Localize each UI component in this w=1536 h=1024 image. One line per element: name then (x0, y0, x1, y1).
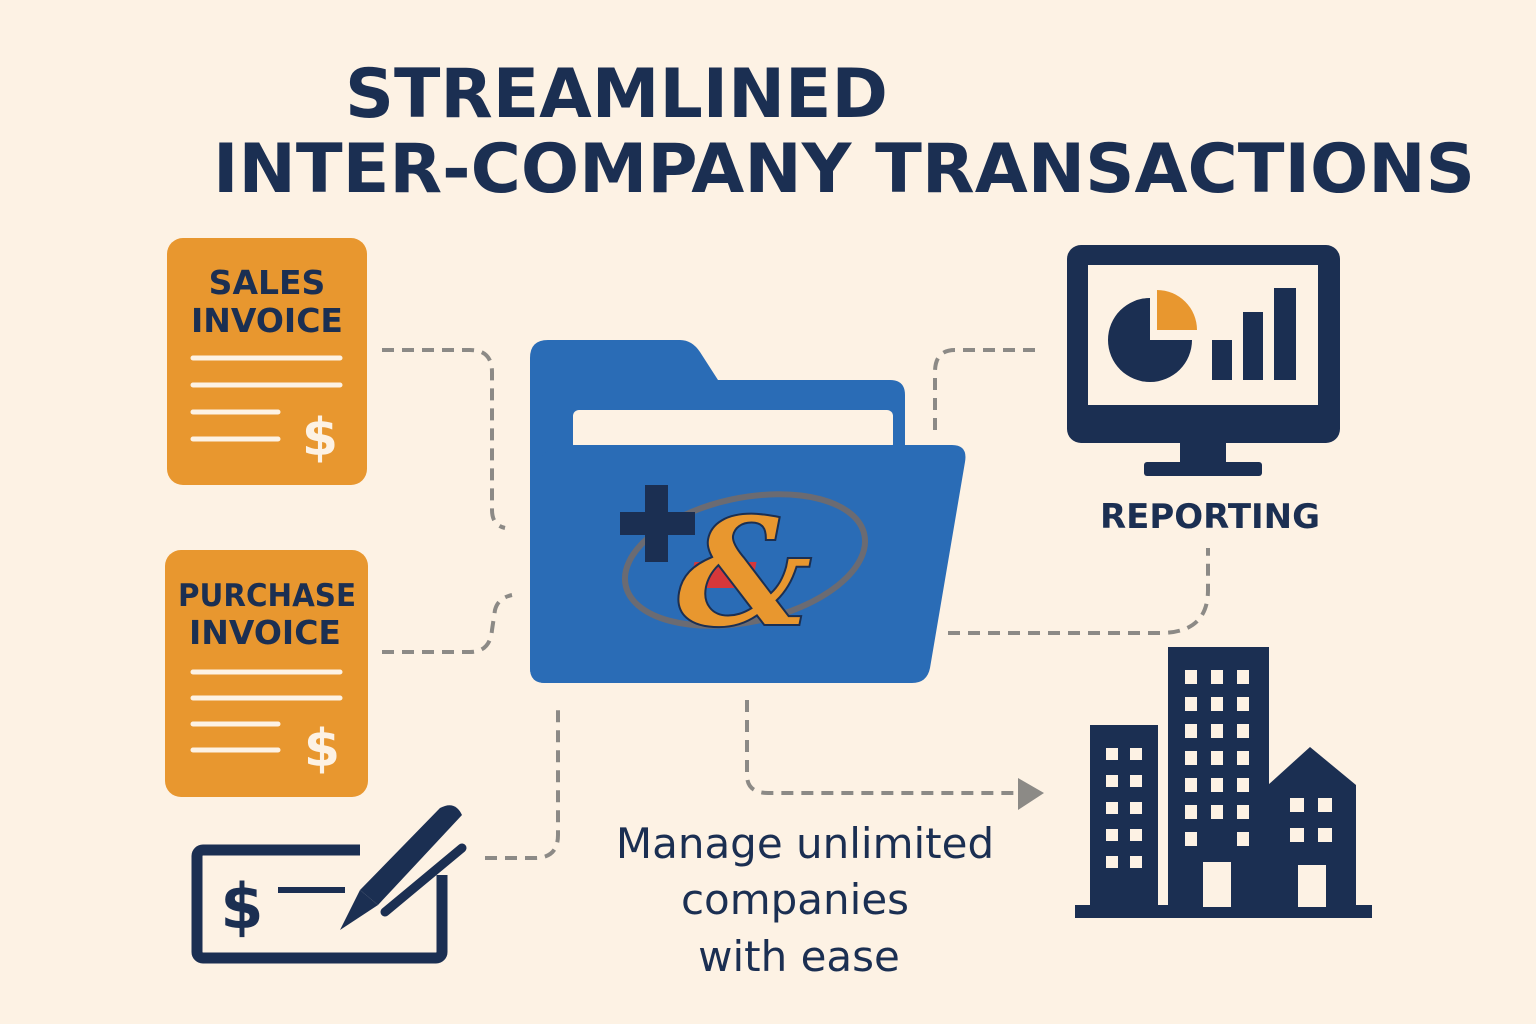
folder-icon: & (530, 340, 966, 683)
reporting-label: REPORTING (1100, 497, 1320, 537)
bar-chart-icon (1212, 288, 1296, 380)
app-logo: & (620, 484, 869, 662)
sales-invoice-line-2: INVOICE (191, 301, 343, 340)
dollar-icon: $ (302, 408, 338, 468)
sales-invoice-line-1: SALES (209, 263, 326, 302)
purchase-invoice-card: PURCHASE INVOICE $ (165, 550, 368, 797)
tagline-line-3: with ease (698, 932, 900, 981)
purchase-invoice-line-2: INVOICE (189, 613, 341, 652)
pie-chart-icon (1108, 290, 1197, 382)
reporting-monitor-icon (1067, 245, 1340, 476)
check-payment-icon: $ (191, 805, 470, 964)
invoice-lines (190, 669, 343, 753)
tagline-line-1: Manage unlimited (616, 819, 994, 868)
title-line-2: INTER-COMPANY TRANSACTIONS (213, 130, 1475, 209)
title-line-1: STREAMLINED (345, 55, 888, 134)
invoice-lines (190, 355, 343, 442)
purchase-invoice-line-1: PURCHASE (178, 578, 356, 614)
dollar-icon: $ (304, 719, 340, 779)
sales-invoice-card: SALES INVOICE $ (167, 238, 367, 485)
buildings-icon (1075, 647, 1372, 918)
connectors (382, 348, 1210, 860)
svg-text:&: & (677, 485, 812, 661)
tagline-line-2: companies (681, 875, 909, 924)
pen-icon (340, 805, 467, 930)
dollar-icon: $ (220, 870, 263, 943)
